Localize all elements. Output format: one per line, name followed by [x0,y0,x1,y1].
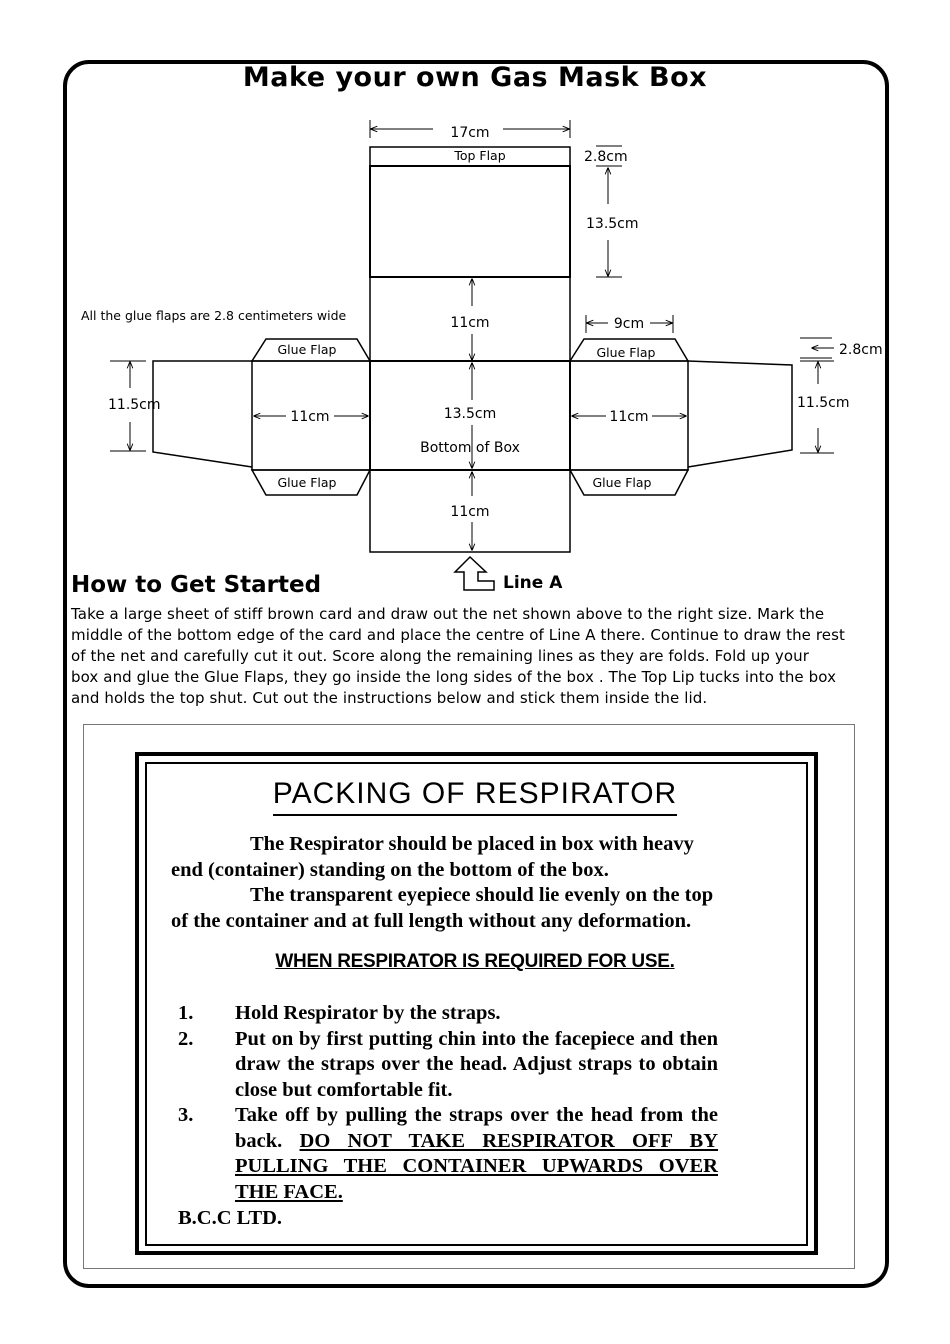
packing-text: The transparent eyepiece should lie even… [250,884,714,906]
list-item: 1. Hold Respirator by the straps. [178,1001,718,1027]
when-required-heading: WHEN RESPIRATOR IS REQUIRED FOR USE. [0,951,950,973]
list-text: Put on by first putting chin into the fa… [235,1027,718,1101]
page-frame [63,60,889,1288]
bottom-of-box-label: Bottom of Box [420,440,520,456]
dim-2-8cm-right: 2.8cm [839,342,883,358]
packing-line-4: of the container and at full length with… [171,909,692,932]
dim-13-5cm-mid: 13.5cm [444,406,497,422]
when-required-dot: . [669,951,675,972]
glue-flap-top-right [568,338,690,362]
packing-line-1: The Respirator should be placed in box w… [171,832,771,858]
dim-11cm-right: 11cm [609,409,648,425]
dim-11cm-left: 11cm [290,409,329,425]
list-number: 3. [178,1104,194,1126]
instructions-line: of the net and carefully cut it out. Sco… [71,647,810,665]
front-panel [369,469,571,553]
warning-text: DO NOT TAKE RESPIRATOR OFF BY PULLING TH… [235,1129,719,1203]
line-a-arrow-icon [453,555,495,591]
list-number: 1. [178,1002,194,1024]
list-text: Take off by pulling the straps over the … [235,1103,718,1205]
list-item: 2. Put on by first putting chin into the… [178,1027,718,1104]
instructions-line: box and glue the Glue Flaps, they go ins… [71,668,837,686]
page-title: Make your own Gas Mask Box [242,62,708,93]
list-text-part: Take off by pulling the straps over the … [235,1104,718,1152]
signature: B.C.C LTD. [178,1207,283,1229]
instructions-line: middle of the bottom edge of the card an… [71,626,846,644]
cutout-border [83,724,855,1269]
glue-note: All the glue flaps are 2.8 centimeters w… [81,308,347,323]
dim-11-5cm-left: 11.5cm [108,397,161,413]
right-end-flap [687,360,793,468]
packing-line-3: The transparent eyepiece should lie even… [171,883,771,909]
dim-11cm-lower: 11cm [450,504,489,520]
instructions-line: and holds the top shut. Cut out the inst… [71,689,708,707]
dim-17cm: 17cm [450,125,489,141]
list-text: Hold Respirator by the straps. [235,1002,501,1024]
packing-text: The Respirator should be placed in box w… [250,833,694,855]
label-inner-border [145,762,808,1246]
box-net-diagram: 17cm Top Flap 2.8cm 13.5cm All the glue … [81,120,883,593]
list-number: 2. [178,1027,194,1050]
dim-2-8cm-top: 2.8cm [584,149,628,165]
instructions-paragraph: Take a large sheet of stiff brown card a… [71,604,871,709]
dim-13-5cm-top: 13.5cm [586,216,639,232]
how-to-heading: How to Get Started [71,572,322,598]
glue-flap-tr-label: Glue Flap [596,345,655,360]
label-outer-border [135,752,818,1255]
list-item: 3. Take off by pulling the straps over t… [178,1103,718,1205]
glue-flap-bottom-right [568,469,690,496]
packing-instructions: The Respirator should be placed in box w… [171,832,771,934]
lid-panel [369,165,571,278]
left-end-flap [152,360,253,468]
packing-line-2: end (container) standing on the bottom o… [171,858,609,881]
line-a-label: Line A [503,573,563,593]
glue-flap-top-left [250,338,372,362]
glue-flap-br-label: Glue Flap [592,475,651,490]
dim-9cm: 9cm [614,316,644,332]
packing-heading-text: PACKING OF RESPIRATOR [272,776,678,816]
glue-flap-bl-label: Glue Flap [277,475,336,490]
dim-11cm-upper: 11cm [450,315,489,331]
instructions-line: Take a large sheet of stiff brown card a… [71,605,825,623]
usage-list: 1. Hold Respirator by the straps. 2. Put… [178,1001,718,1205]
top-flap-label: Top Flap [453,148,505,163]
when-required-text: WHEN RESPIRATOR IS REQUIRED FOR USE [275,951,670,972]
glue-flap-bottom-left [250,469,372,496]
glue-flap-tl-label: Glue Flap [277,342,336,357]
dim-11-5cm-right: 11.5cm [797,395,850,411]
packing-heading: PACKING OF RESPIRATOR [0,776,950,816]
